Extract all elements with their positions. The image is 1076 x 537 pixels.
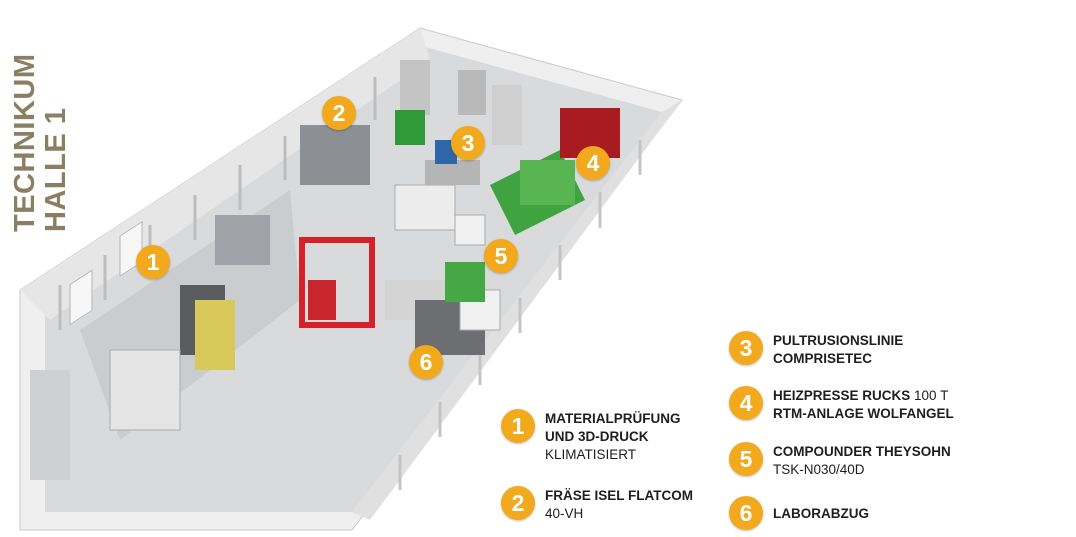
back-wall-windows — [69, 220, 143, 326]
machines-gray — [30, 60, 522, 480]
legend-1-line-1: MATERIALPRÜFUNG — [545, 411, 681, 426]
marker-4: 4 — [576, 146, 610, 180]
legend-item-5: 5 COMPOUNDER THEYSOHN TSK-N030/40D — [729, 442, 951, 479]
legend-badge-1: 1 — [501, 409, 535, 443]
legend-1-line-3: KLIMATISIERT — [545, 447, 637, 462]
legend-item-6: 6 LABORABZUG — [729, 496, 869, 530]
marker-2: 2 — [322, 96, 356, 130]
legend-2-line-2: 40-VH — [545, 506, 584, 521]
legend-4-line-1: HEIZPRESSE RUCKS — [773, 388, 911, 403]
marker-5: 5 — [484, 239, 518, 273]
legend-4-line-2: RTM-ANLAGE WOLFANGEL — [773, 406, 954, 421]
legend-6-line-1: LABORABZUG — [773, 506, 869, 521]
legend-badge-5: 5 — [729, 442, 763, 476]
legend-2-line-1: FRÄSE ISEL FLATCOM — [545, 488, 693, 503]
legend-badge-3: 3 — [729, 331, 763, 365]
marker-6: 6 — [409, 345, 443, 379]
legend-badge-2: 2 — [501, 486, 535, 520]
legend-3-line-1: PULTRUSIONSLINIE — [773, 333, 904, 348]
right-wall-pillars — [398, 140, 642, 490]
legend-4-line-1-suffix: 100 T — [910, 388, 949, 403]
legend-1-line-2: UND 3D-DRUCK — [545, 429, 649, 444]
hall-floor — [45, 45, 662, 512]
marker-1: 1 — [136, 245, 170, 279]
machines-green — [395, 110, 585, 302]
legend-item-4: 4 HEIZPRESSE RUCKS 100 T RTM-ANLAGE WOLF… — [729, 386, 954, 423]
legend-badge-6: 6 — [729, 496, 763, 530]
marker-3: 3 — [451, 126, 485, 160]
hall-title-line2: HALLE 1 — [40, 107, 72, 232]
hall-title-line1: TECHNIKUM — [9, 53, 41, 233]
legend-3-line-2: COMPRISETEC — [773, 351, 873, 366]
legend-badge-4: 4 — [729, 386, 763, 420]
hall-title: TECHNIKUM HALLE 1 — [9, 53, 72, 233]
legend-item-3: 3 PULTRUSIONSLINIE COMPRISETEC — [729, 331, 903, 368]
legend-item-2: 2 FRÄSE ISEL FLATCOM 40-VH — [501, 486, 693, 523]
legend-5-line-1: COMPOUNDER THEYSOHN — [773, 444, 951, 459]
legend-item-1: 1 MATERIALPRÜFUNG UND 3D-DRUCK KLIMATISI… — [501, 409, 681, 464]
legend-5-line-2: TSK-N030/40D — [773, 462, 865, 477]
